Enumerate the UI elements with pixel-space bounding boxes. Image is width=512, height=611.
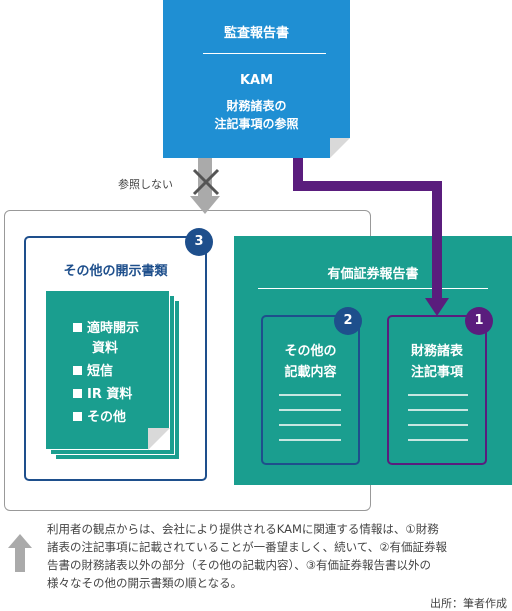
up-arrow-icon [8, 534, 32, 572]
kam-reference-line2: 注記事項の参照 [214, 117, 299, 131]
audit-report-divider [203, 53, 326, 54]
no-reference-label: 参照しない [118, 178, 173, 191]
kam-reference-line1: 財務諸表の [226, 99, 287, 113]
page-fold-corner [148, 428, 170, 450]
note-line: 告書の財務諸表以外の部分（その他の記載内容）、③有価証券報告書以外の [47, 558, 432, 572]
securities-report-box: 有価証券報告書 [234, 236, 512, 485]
other-content-line1: その他の [284, 344, 337, 359]
financial-notes-line1: 財務諸表 [410, 344, 463, 359]
financial-notes-line2: 注記事項 [410, 365, 463, 380]
note-line: 諸表の注記事項に記載されていることが一番望ましく、続いて、②有価証券報 [47, 540, 448, 554]
audit-report-box: 監査報告書 KAM 財務諸表の 注記事項の参照 [163, 0, 350, 158]
note-line: 様々なその他の開示書類の順となる。 [47, 576, 243, 590]
disclosure-item-other: その他 [73, 406, 126, 425]
badge-1: 1 [465, 307, 493, 335]
square-bullet-icon [73, 366, 82, 375]
securities-report-title: 有価証券報告書 [327, 267, 419, 282]
text-line-placeholder [279, 424, 341, 426]
text-line-placeholder [408, 439, 468, 441]
badge-3: 3 [185, 228, 213, 256]
explanation-note: 利用者の観点からは、会社により提供されるKAMに関連する情報は、①財務 諸表の注… [47, 520, 507, 592]
text-line-placeholder [408, 409, 468, 411]
disclosure-item-tanshin: 短信 [73, 360, 113, 379]
disclosure-item-timely-cont: 資料 [92, 341, 119, 356]
disclosure-item-timely: 適時開示 [73, 317, 139, 336]
square-bullet-icon [73, 323, 82, 332]
disclosure-item-ir: IR 資料 [73, 383, 132, 402]
text-line-placeholder [408, 424, 468, 426]
cross-icon [192, 168, 220, 196]
kam-label: KAM [239, 73, 274, 88]
square-bullet-icon [73, 412, 82, 421]
page-fold-corner [330, 138, 350, 158]
other-content-box: その他の 記載内容 [261, 315, 360, 465]
badge-2: 2 [334, 307, 362, 335]
text-line-placeholder [408, 394, 468, 396]
text-line-placeholder [279, 439, 341, 441]
other-content-line2: 記載内容 [284, 365, 337, 380]
other-disclosure-title: その他の開示書類 [63, 264, 168, 279]
kam-reference-arrow-head [425, 298, 449, 316]
audit-report-title: 監査報告書 [223, 26, 289, 41]
no-reference-arrow-head [190, 196, 220, 214]
square-bullet-icon [73, 389, 82, 398]
kam-reference-arrow-path [293, 158, 442, 300]
source-credit: 出所：筆者作成 [430, 597, 507, 610]
securities-report-divider [258, 288, 488, 289]
note-line: 利用者の観点からは、会社により提供されるKAMに関連する情報は、①財務 [47, 522, 439, 536]
document-sheet-front: 適時開示 資料 短信 IR 資料 その他 [45, 290, 170, 450]
text-line-placeholder [279, 409, 341, 411]
text-line-placeholder [279, 394, 341, 396]
